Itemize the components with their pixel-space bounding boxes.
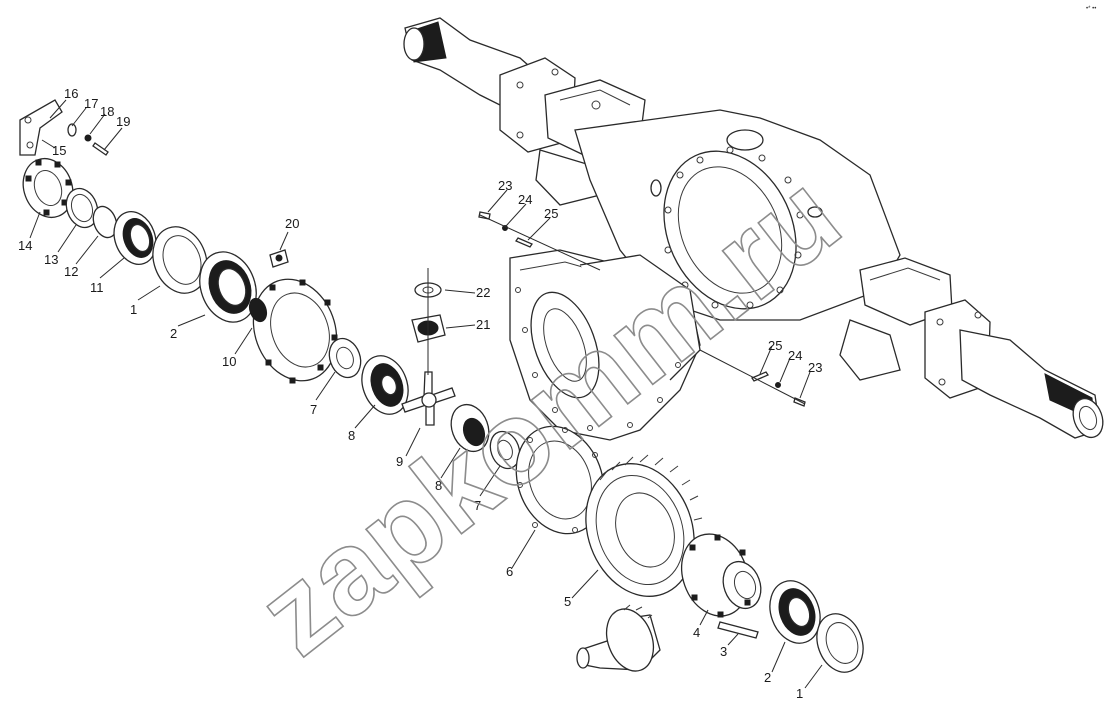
callout-16: 16	[64, 86, 78, 101]
part-bearing-2-right	[769, 580, 821, 644]
part-diff-case-4	[681, 533, 762, 618]
callout-23-right: 23	[808, 360, 822, 375]
callout-labels: 16 17 18 19 15 14 13 12 11 1 2 10 20 7 8…	[18, 86, 822, 701]
callout-24-top: 24	[518, 192, 532, 207]
leader-lines	[29, 99, 823, 689]
callout-14: 14	[18, 238, 32, 253]
callout-8-left: 8	[348, 428, 355, 443]
callout-19: 19	[116, 114, 130, 129]
part-side-gear-8-left	[361, 355, 409, 415]
part-bolts-23-25-top	[478, 211, 601, 271]
part-pinion-gear-21	[411, 314, 446, 343]
part-ring-gear-5	[585, 454, 703, 597]
part-washer-7-right	[489, 430, 521, 470]
callout-2-left: 2	[170, 326, 177, 341]
part-diff-case-10	[248, 278, 338, 384]
part-bearing-2-left	[199, 251, 257, 323]
callout-17: 17	[84, 96, 98, 111]
part-bolts-23-25-right	[699, 349, 806, 407]
part-bolt-3	[717, 621, 759, 639]
callout-8-right: 8	[435, 478, 442, 493]
part-lock-plate-16	[19, 99, 63, 156]
callout-10: 10	[222, 354, 236, 369]
callout-20: 20	[285, 216, 299, 231]
carrier-housing	[509, 249, 701, 441]
callout-7-left: 7	[310, 402, 317, 417]
callout-9: 9	[396, 454, 403, 469]
callout-25-top: 25	[544, 206, 558, 221]
part-spider-9	[401, 371, 456, 426]
callout-15: 15	[52, 143, 66, 158]
part-shim-12	[92, 205, 118, 239]
callout-3: 3	[720, 644, 727, 659]
callout-2-right: 2	[764, 670, 771, 685]
part-drive-pinion	[576, 604, 661, 672]
part-fitting-20	[269, 249, 289, 268]
part-ring-13	[65, 187, 99, 229]
part-washer-7-left	[328, 337, 362, 379]
callout-7-right: 7	[474, 498, 481, 513]
part-bearing-cup-1-left	[152, 226, 208, 294]
callout-12: 12	[64, 264, 78, 279]
callout-6: 6	[506, 564, 513, 579]
part-fasteners-17-19	[67, 123, 109, 156]
callout-1-right: 1	[796, 686, 803, 701]
callout-18: 18	[100, 104, 114, 119]
callout-23-top: 23	[498, 178, 512, 193]
callout-24-right: 24	[788, 348, 802, 363]
callout-25-right: 25	[768, 338, 782, 353]
callout-11: 11	[90, 280, 104, 295]
callout-22: 22	[476, 285, 490, 300]
callout-1-left: 1	[130, 302, 137, 317]
callout-21: 21	[476, 317, 490, 332]
part-bearing-cup-1-right	[816, 613, 864, 673]
callout-4: 4	[693, 625, 700, 640]
corner-mark: •* ••	[1086, 6, 1096, 12]
part-side-gear-8-right	[450, 403, 490, 453]
callout-5: 5	[564, 594, 571, 609]
callout-13: 13	[44, 252, 58, 267]
part-case-flange-6	[515, 425, 605, 535]
part-bearing-11	[113, 211, 157, 265]
watermark: zapkomm.ru	[235, 149, 864, 681]
